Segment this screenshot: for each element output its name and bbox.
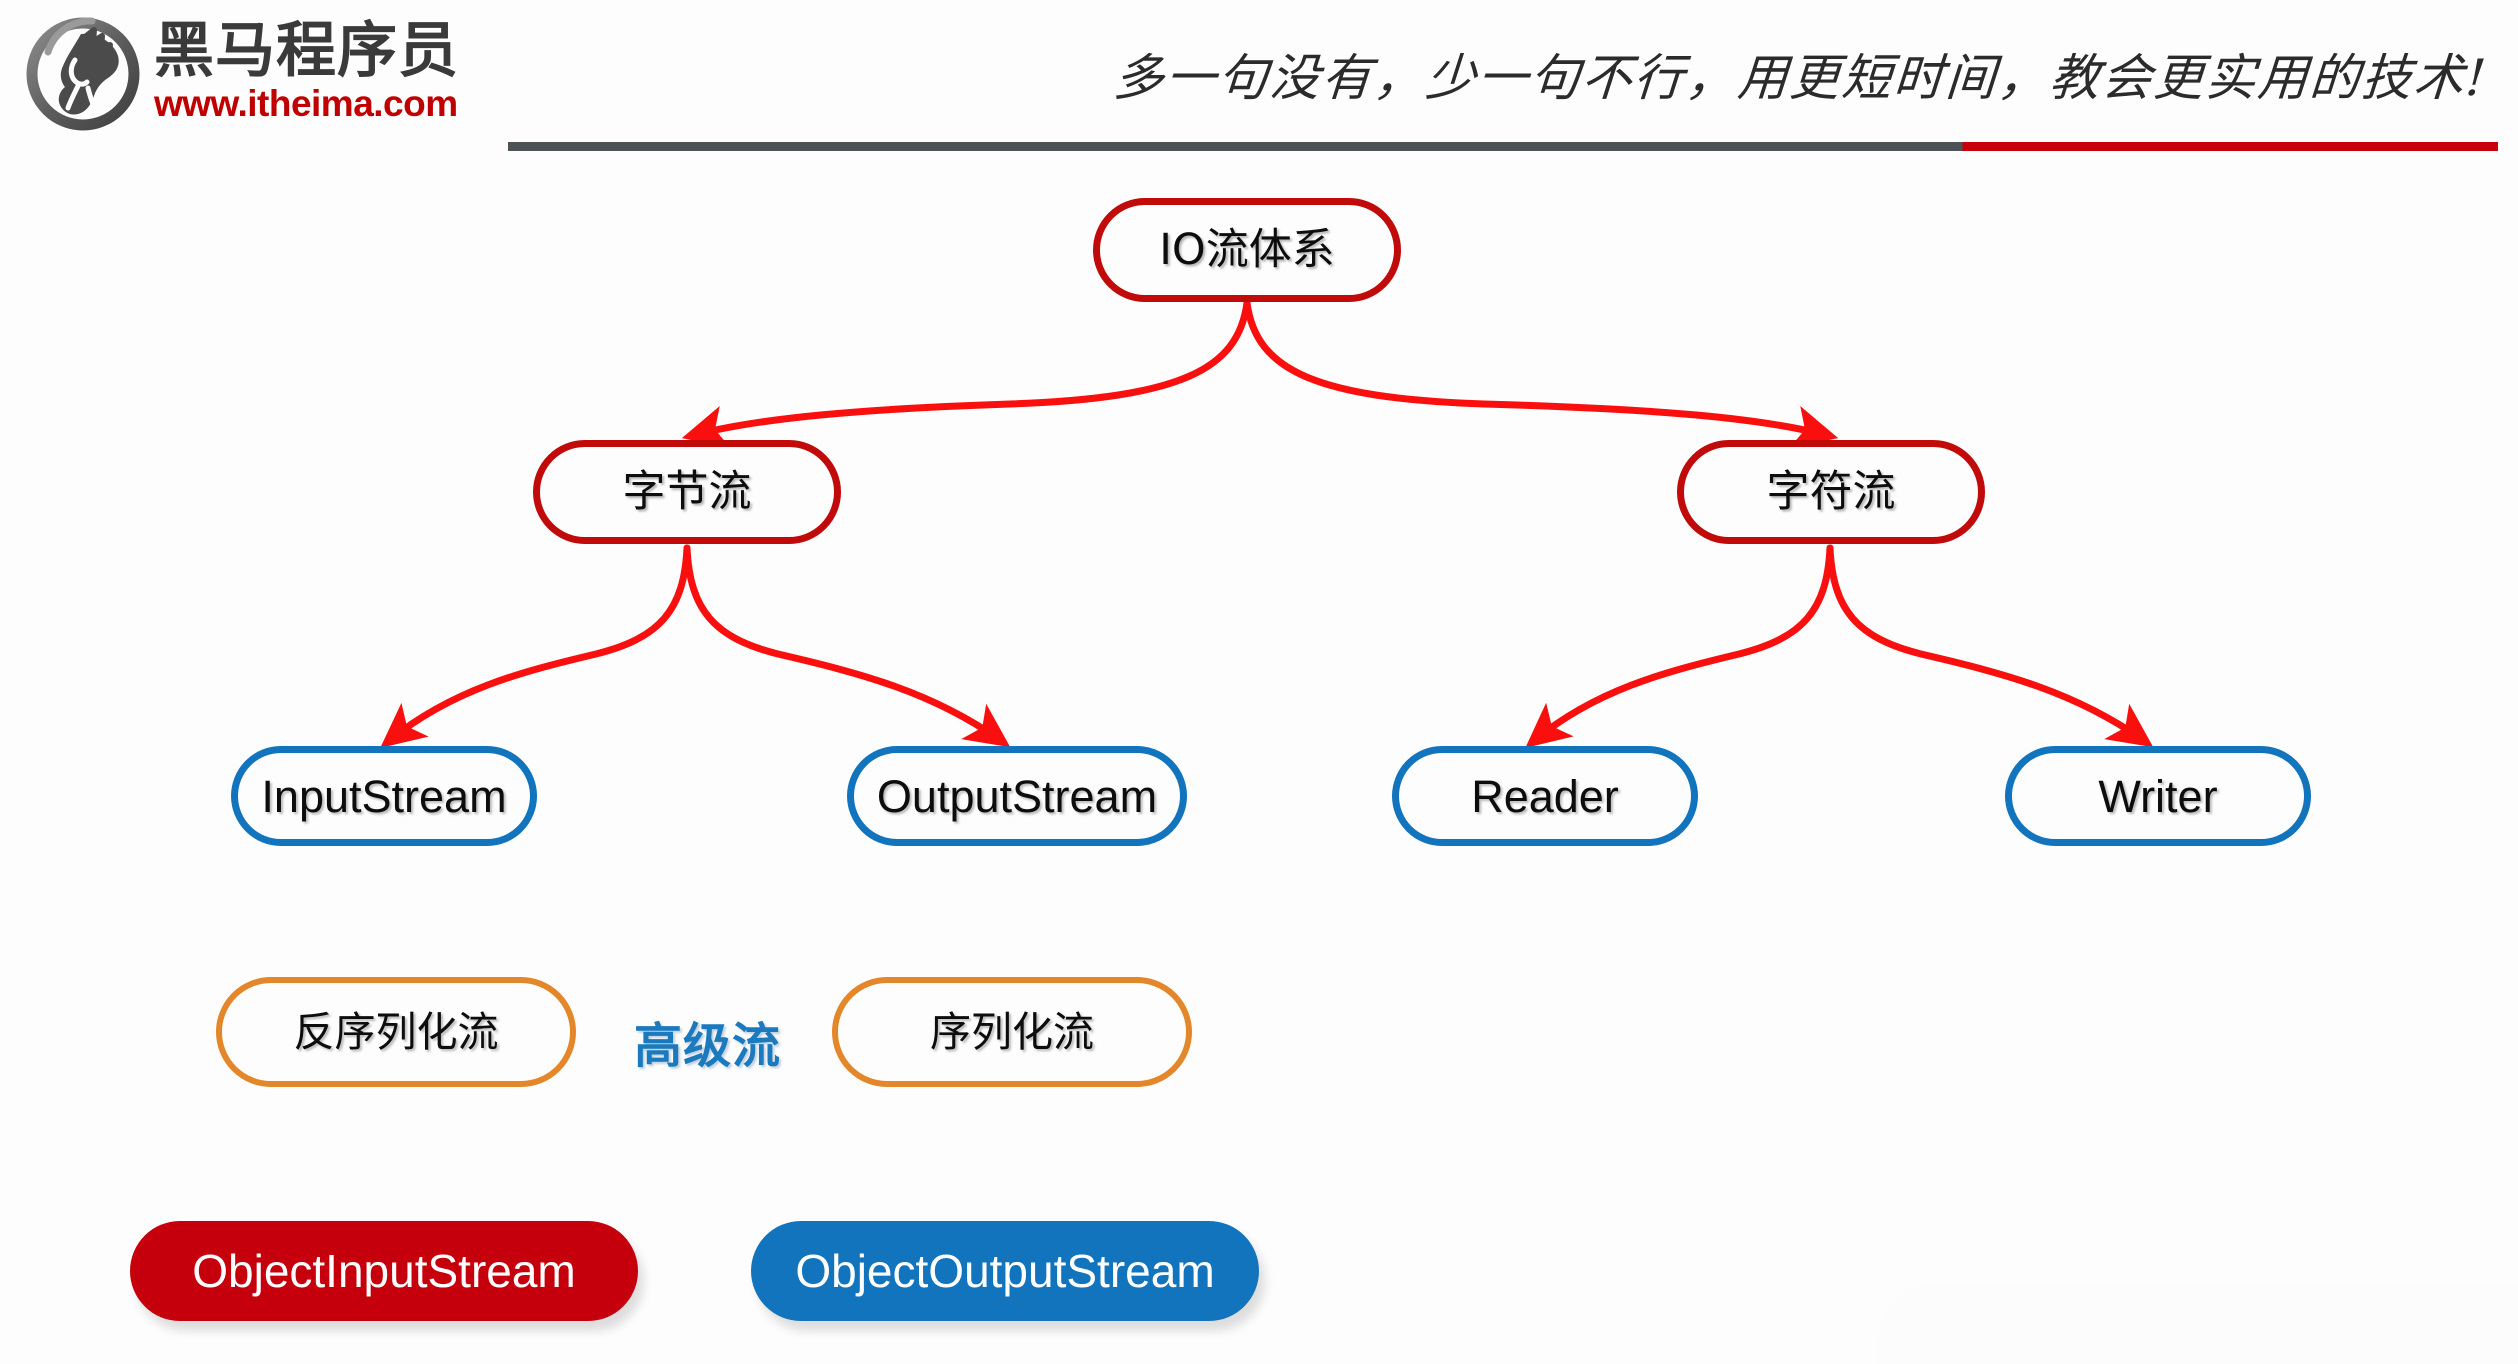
header-divider-rule — [508, 142, 2498, 151]
node-deserialization-stream[interactable]: 反序列化流 — [216, 977, 576, 1087]
edge-root-to-char-stream — [1243, 299, 1839, 448]
edge-char-to-writer — [1826, 544, 2154, 748]
node-reader[interactable]: Reader — [1392, 746, 1698, 846]
node-label: IO流体系 — [1159, 224, 1335, 275]
node-label: 字符流 — [1766, 466, 1896, 517]
brand-website-url: www.itheima.com — [154, 83, 458, 125]
pill-object-input-stream[interactable]: ObjectInputStream — [130, 1221, 638, 1321]
advanced-stream-caption: 高级流 — [634, 1018, 782, 1074]
edge-byte-to-outputstream — [683, 544, 1011, 748]
node-output-stream[interactable]: OutputStream — [847, 746, 1187, 846]
pill-object-output-stream[interactable]: ObjectOutputStream — [751, 1221, 1259, 1321]
node-label: OutputStream — [876, 770, 1158, 822]
node-byte-stream[interactable]: 字节流 — [533, 440, 841, 544]
edge-root-to-byte-stream — [681, 299, 1251, 448]
corner-ghost-shape — [1878, 1282, 2518, 1364]
node-label: 字节流 — [622, 466, 752, 517]
pill-label: ObjectInputStream — [192, 1245, 576, 1297]
node-input-stream[interactable]: InputStream — [231, 746, 537, 846]
node-io-stream-system[interactable]: IO流体系 — [1093, 198, 1401, 302]
brand-name-cn: 黑马程序员 — [154, 16, 459, 87]
node-serialization-stream[interactable]: 序列化流 — [832, 977, 1192, 1087]
node-char-stream[interactable]: 字符流 — [1677, 440, 1985, 544]
horse-head-circle-logo-icon — [18, 8, 148, 138]
page-header: 黑马程序员 www.itheima.com 多一句没有，少一句不行，用更短时间，… — [0, 0, 2518, 160]
edge-char-to-reader — [1525, 544, 1834, 748]
edge-byte-to-inputstream — [380, 544, 691, 748]
node-label: 序列化流 — [930, 1007, 1094, 1056]
node-label: Writer — [2098, 770, 2218, 822]
node-writer[interactable]: Writer — [2005, 746, 2311, 846]
node-label: Reader — [1471, 770, 1619, 822]
pill-label: ObjectOutputStream — [795, 1245, 1215, 1297]
node-label: InputStream — [261, 770, 507, 822]
node-label: 反序列化流 — [293, 1007, 499, 1056]
brand-logo: 黑马程序员 www.itheima.com — [18, 8, 459, 138]
